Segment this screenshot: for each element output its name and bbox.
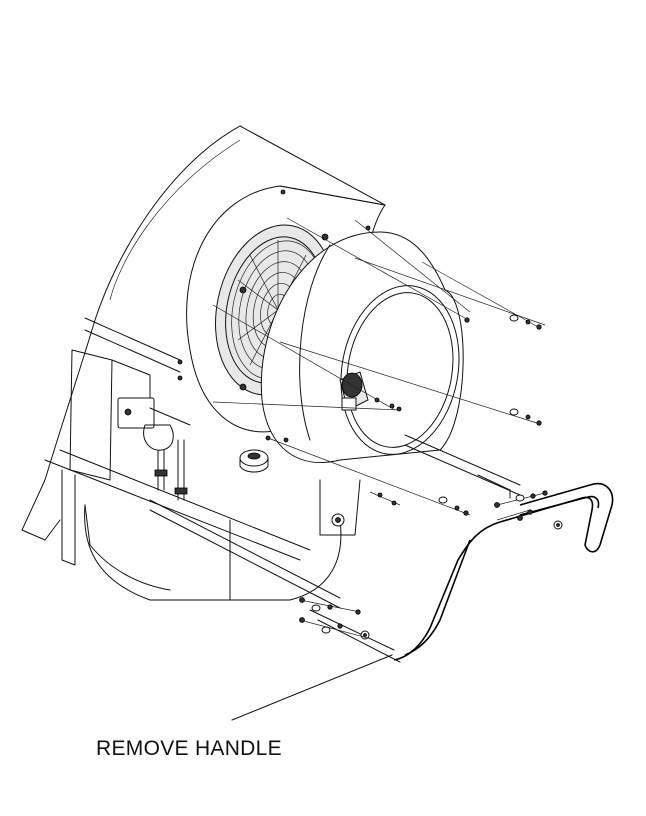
fuel-filter-assembly [117, 397, 191, 501]
blower-housing [21, 125, 386, 541]
handle-fasteners [299, 490, 548, 639]
remove-handle-label: REMOVE HANDLE [96, 737, 282, 760]
fuel-tank [84, 479, 361, 601]
handle-rails [149, 434, 521, 609]
fasteners-right [374, 314, 542, 516]
removable-handle [309, 483, 614, 663]
fastener-leader-lines [212, 217, 546, 516]
callout-leader-line [231, 654, 393, 721]
fuel-cap [239, 449, 269, 473]
fan-cylinder [260, 225, 464, 463]
base-frame [44, 317, 311, 566]
